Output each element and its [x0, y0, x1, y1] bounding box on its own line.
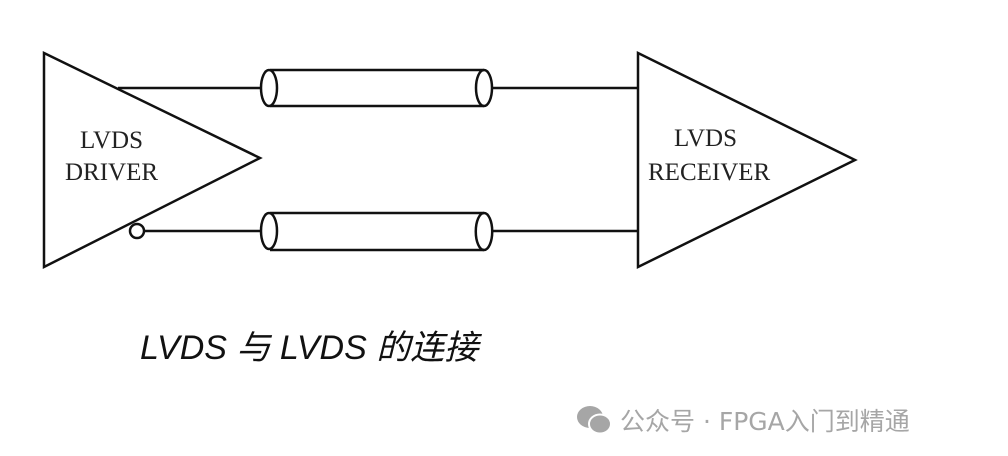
- watermark: 公众号 · FPGA入门到精通: [576, 402, 910, 438]
- driver-label-1: LVDS: [80, 127, 143, 154]
- cable-bottom: [259, 211, 494, 252]
- driver-triangle: [42, 51, 263, 270]
- wechat-icon: [577, 406, 612, 435]
- driver-label-2: DRIVER: [65, 159, 158, 186]
- inverting-bubble: [128, 222, 146, 240]
- receiver-triangle: [636, 50, 858, 270]
- receiver-label-2: RECEIVER: [648, 159, 771, 186]
- watermark-text: 公众号 · FPGA入门到精通: [620, 407, 910, 436]
- diagram-caption: LVDS 与 LVDS 的连接: [140, 329, 479, 367]
- receiver-label-1: LVDS: [674, 125, 737, 152]
- cable-top: [259, 68, 494, 108]
